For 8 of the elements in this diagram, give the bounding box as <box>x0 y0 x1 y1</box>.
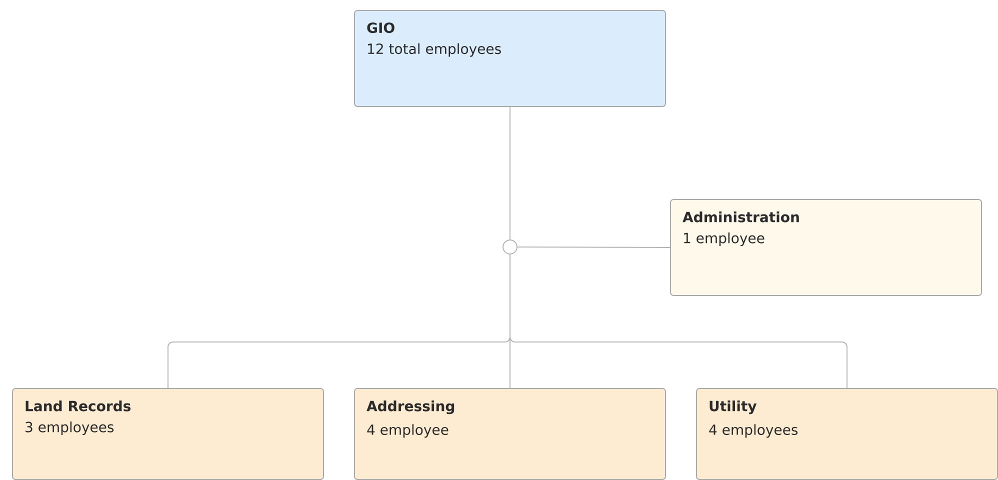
junction-circle <box>502 240 518 254</box>
org-box: Addressing 4 employee <box>354 388 666 480</box>
org-box: Land Records 3 employees <box>12 388 324 480</box>
org-box: Utility 4 employees <box>696 388 998 480</box>
org-box: GIO 12 total employees <box>354 10 666 107</box>
connector-line <box>517 246 670 248</box>
connector-line <box>510 254 848 388</box>
org-box: Administration 1 employee <box>670 199 982 296</box>
